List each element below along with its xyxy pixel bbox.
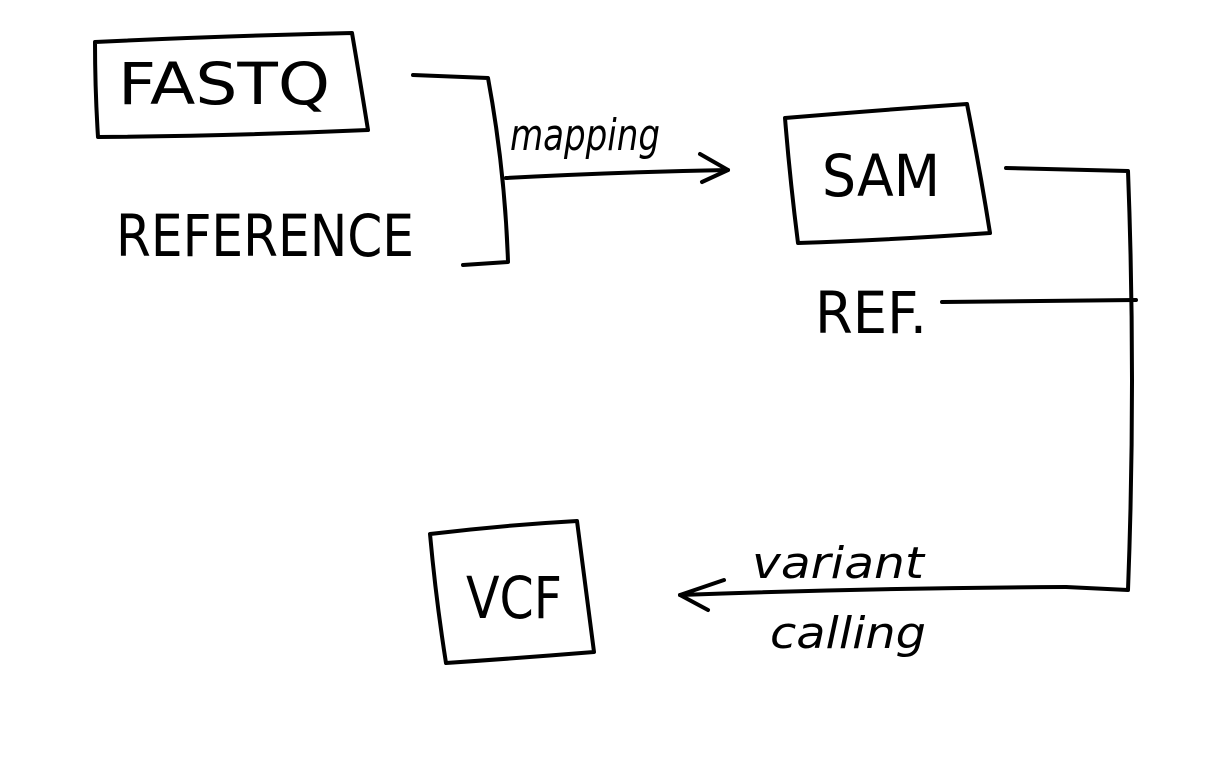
mapping-arrow-line bbox=[504, 168, 730, 180]
mapping-label: mapping bbox=[510, 110, 660, 161]
ref-connector bbox=[940, 298, 1138, 304]
variant-calling-arrow-line bbox=[678, 585, 1068, 597]
mapping-arrow-head bbox=[698, 152, 730, 184]
variant-label: variant bbox=[752, 538, 926, 589]
ref-label: REF. bbox=[815, 279, 927, 347]
vcf-label: VCF bbox=[466, 564, 562, 632]
variant-calling-arrow-head bbox=[678, 578, 726, 612]
sam-label: SAM bbox=[822, 142, 940, 210]
sam-box bbox=[783, 102, 992, 245]
reference-label: REFERENCE bbox=[116, 202, 414, 270]
fastq-box bbox=[93, 31, 370, 139]
sam-connector bbox=[1004, 166, 1134, 592]
input-bracket bbox=[411, 73, 510, 267]
vcf-box bbox=[428, 519, 596, 665]
fastq-label: FASTQ bbox=[118, 50, 330, 118]
calling-label: calling bbox=[770, 608, 926, 659]
